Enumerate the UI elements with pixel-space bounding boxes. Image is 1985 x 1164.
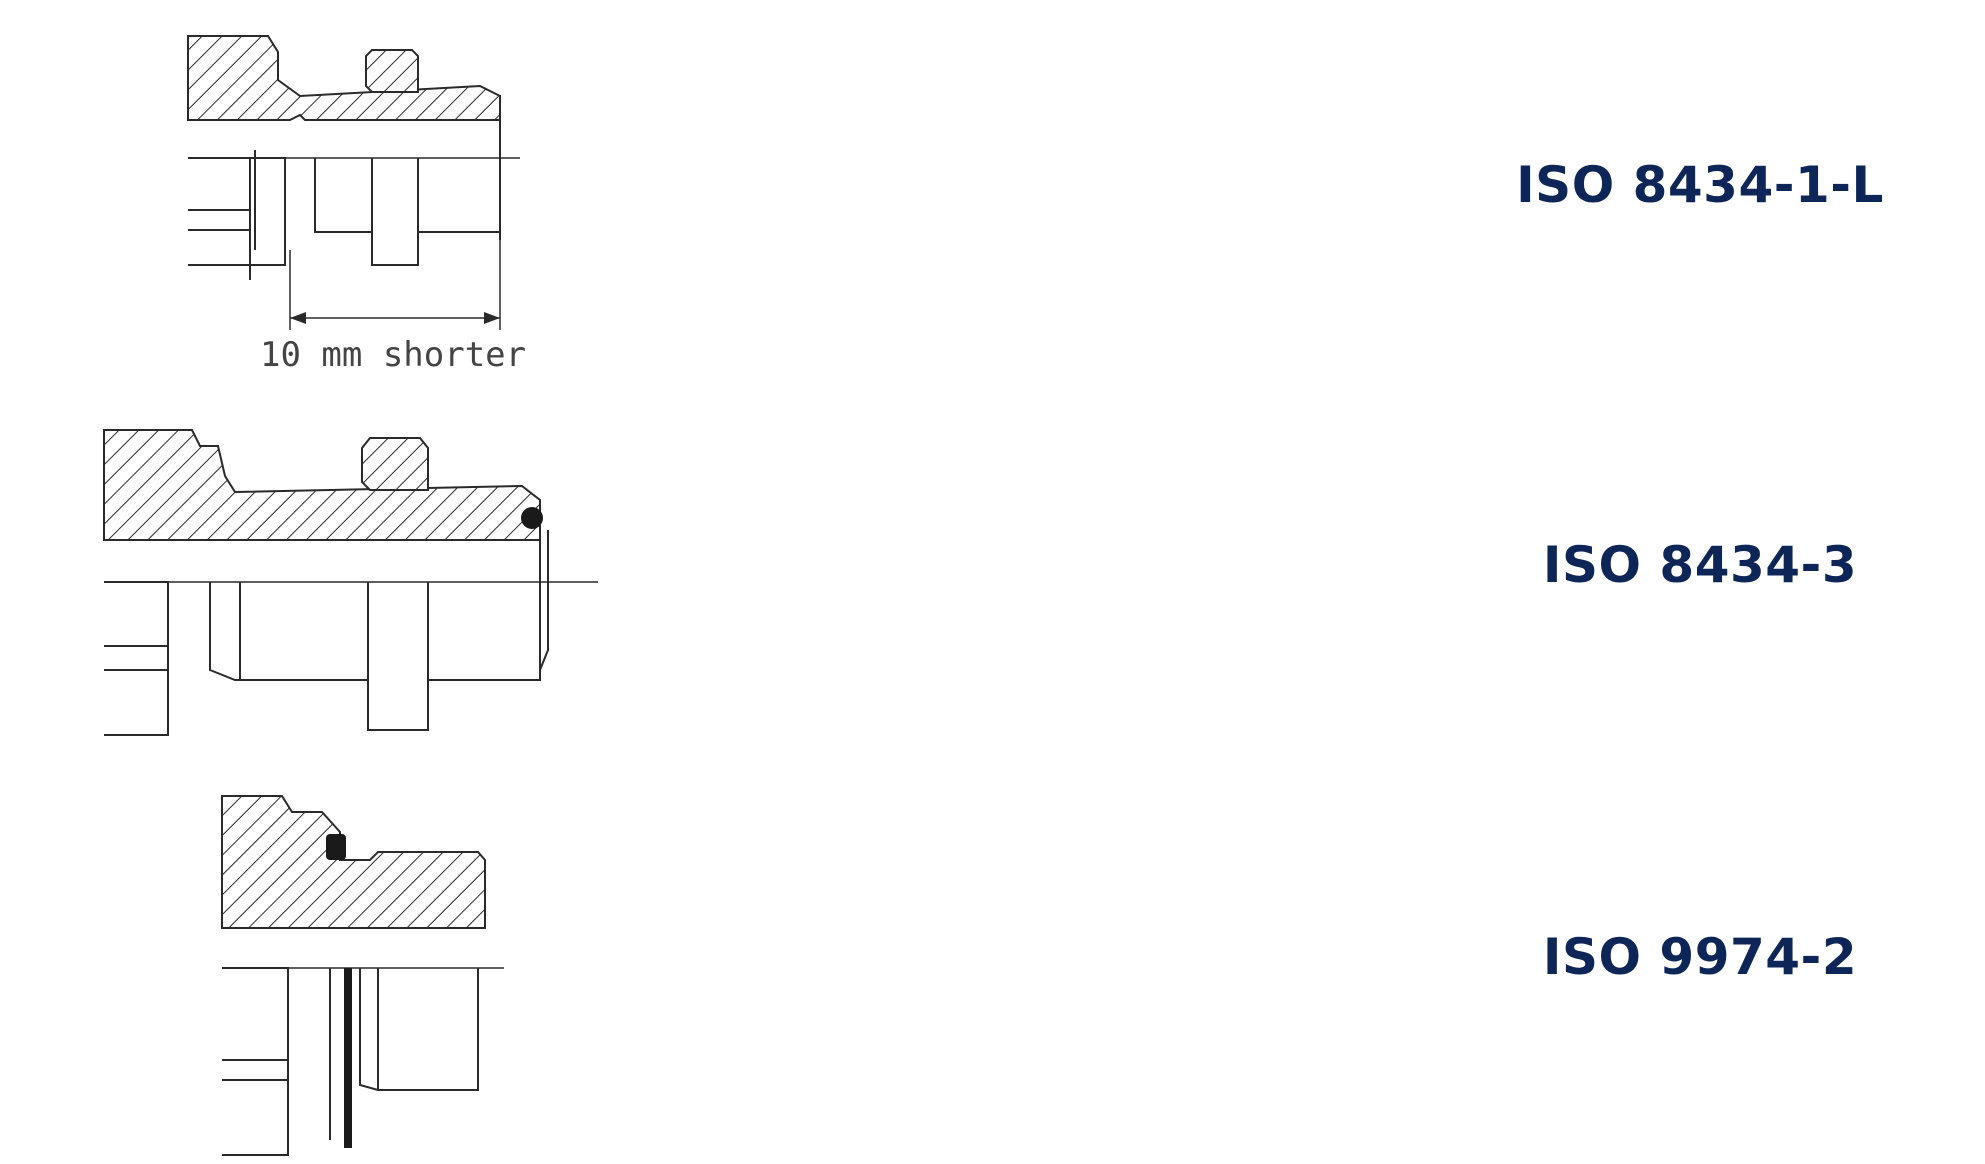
thread-seal bbox=[344, 968, 352, 1148]
fitting-row-iso-8434-1-l: 10 mm shorter ISO 8434-1-L bbox=[0, 0, 1985, 390]
fitting-row-iso-9974-2: ISO 9974-2 bbox=[0, 760, 1985, 1164]
body-section bbox=[221, 795, 486, 929]
fitting-row-iso-8434-3: ISO 8434-3 bbox=[0, 390, 1985, 760]
fitting-label-iso-9974-2: ISO 9974-2 bbox=[1542, 928, 1858, 986]
dimension-note: 10 mm shorter bbox=[260, 335, 526, 375]
body-section bbox=[103, 429, 541, 541]
fitting-drawing-iso-8434-1-l: 10 mm shorter bbox=[187, 35, 526, 375]
fitting-drawing-iso-8434-3 bbox=[103, 429, 598, 736]
body-section bbox=[187, 35, 501, 121]
o-ring bbox=[521, 507, 543, 529]
lower-body-outline bbox=[188, 157, 286, 266]
nut-section bbox=[361, 437, 429, 491]
fitting-label-iso-8434-3: ISO 8434-3 bbox=[1542, 536, 1858, 594]
seal-ring bbox=[326, 834, 346, 860]
fitting-drawing-iso-9974-2 bbox=[221, 795, 504, 1156]
nut-section bbox=[365, 49, 419, 93]
fitting-label-iso-8434-1-l: ISO 8434-1-L bbox=[1516, 156, 1884, 214]
